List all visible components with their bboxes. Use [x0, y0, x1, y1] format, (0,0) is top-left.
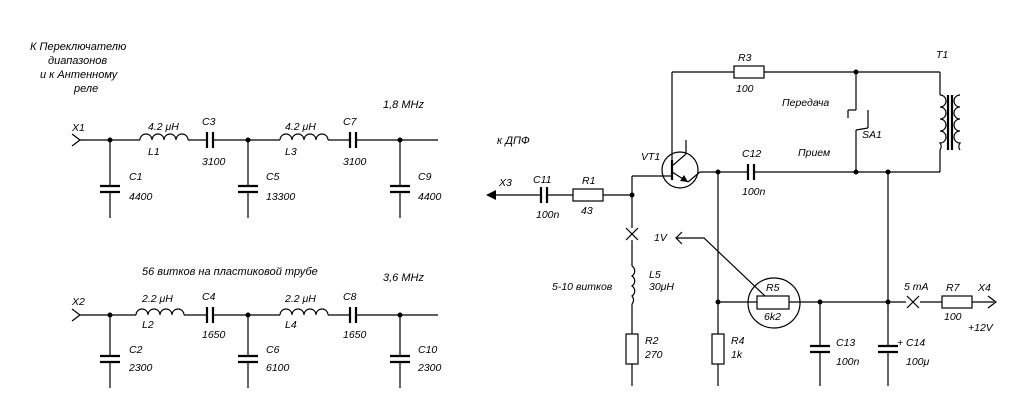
note-line-4: реле — [73, 83, 98, 95]
l5-inductor — [630, 265, 636, 305]
x2-connector-symbol — [71, 308, 81, 322]
c6-value: 6100 — [266, 362, 290, 374]
transmit-label: Передача — [782, 97, 829, 109]
r3-value: 100 — [736, 83, 754, 95]
r1-value: 43 — [581, 205, 593, 217]
l1-name: L1 — [148, 146, 160, 158]
r7-name: R7 — [946, 282, 961, 294]
note-line-2: диапазонов — [48, 55, 107, 67]
l5-name: L5 — [649, 269, 661, 281]
filter-2-circuit: X2 2.2 μH L2 C4 1650 2.2 μH L4 C8 1 — [71, 291, 442, 388]
vt1-name: VT1 — [641, 151, 660, 163]
r7-value: 100 — [944, 311, 962, 323]
c8-value: 1650 — [343, 329, 367, 341]
c8-name: C8 — [343, 291, 357, 303]
c14-value: 100μ — [906, 356, 930, 368]
filter-1-circuit: X1 4.2 μH — [71, 116, 442, 218]
c10-name: C10 — [418, 344, 437, 356]
amplifier-circuit: к ДПФ X3 C11 100n R1 43 VT1 — [486, 49, 997, 386]
x2-label: X2 — [71, 296, 85, 308]
c9-value: 4400 — [418, 191, 442, 203]
c13-value: 100n — [836, 356, 860, 368]
receive-label: Прием — [798, 147, 830, 159]
l3-inductor — [279, 133, 329, 141]
c2-value: 2300 — [128, 362, 153, 374]
r5-name: R5 — [766, 282, 780, 294]
t1-primary-winding — [938, 94, 947, 151]
c7-value: 3100 — [343, 156, 367, 168]
r1-resistor — [572, 188, 604, 202]
note-line-3: и к Антенному — [40, 69, 119, 81]
c4-name: C4 — [202, 291, 216, 303]
x1-connector-symbol — [71, 133, 81, 147]
l4-value: 2.2 μH — [284, 293, 316, 305]
r5-highlight — [747, 277, 801, 329]
band-2-label: 3,6 MHz — [383, 272, 424, 284]
c12-value: 100n — [742, 186, 766, 198]
c13-name: C13 — [836, 337, 855, 349]
t1-name: T1 — [936, 49, 948, 61]
r4-resistor — [711, 333, 725, 365]
c10-value: 2300 — [417, 362, 442, 374]
x4-label: X4 — [977, 282, 991, 294]
c14-name: C14 — [906, 337, 925, 349]
t1-secondary-winding — [953, 94, 962, 151]
x3-arrow — [486, 190, 496, 200]
c11-name: C11 — [533, 174, 551, 186]
c2-name: C2 — [129, 344, 143, 356]
c4-value: 1650 — [202, 329, 226, 341]
c5-value: 13300 — [266, 191, 295, 203]
c3-value: 3100 — [202, 156, 226, 168]
l3-name: L3 — [285, 146, 297, 158]
l4-inductor — [279, 308, 329, 316]
l1-value: 4.2 μH — [148, 121, 179, 133]
vt1-transistor — [661, 151, 699, 189]
sa1-name: SA1 — [862, 129, 882, 141]
c14-polarity: + — [897, 337, 903, 349]
c1-value: 4400 — [129, 191, 153, 203]
switch-note: К Переключателю диапазонов и к Антенному… — [30, 41, 126, 95]
r2-resistor — [625, 333, 639, 365]
band-1-label: 1,8 MHz — [383, 99, 424, 111]
l2-name: L2 — [142, 319, 154, 331]
note-line-1: К Переключателю — [30, 41, 126, 53]
c11-value: 100n — [536, 209, 560, 221]
l2-inductor — [135, 308, 185, 316]
r5-resistor — [756, 295, 790, 310]
r7-resistor — [941, 295, 973, 309]
x3-label: X3 — [498, 177, 512, 189]
r4-value: 1k — [731, 349, 743, 361]
l4-name: L4 — [285, 319, 297, 331]
r3-name: R3 — [738, 52, 752, 64]
c1-name: C1 — [129, 171, 142, 183]
c5-name: C5 — [266, 171, 280, 183]
c6-name: C6 — [266, 344, 280, 356]
current-label: 5 mA — [904, 281, 929, 293]
voltage-label: 1V — [654, 232, 668, 244]
x4-connector-symbol — [987, 295, 997, 309]
turns-label: 5-10 витков — [552, 281, 613, 293]
r2-name: R2 — [645, 335, 659, 347]
r4-name: R4 — [731, 335, 745, 347]
voltage-probe-line — [676, 237, 766, 297]
l5-value: 30μH — [649, 281, 674, 293]
r2-value: 270 — [644, 349, 663, 361]
r1-name: R1 — [582, 175, 595, 187]
coil-note: 56 витков на пластиковой трубе — [142, 266, 318, 278]
supply-label: +12V — [968, 322, 994, 334]
supply-current-break-mark-b — [906, 295, 920, 309]
c9-name: C9 — [418, 171, 432, 183]
l2-value: 2.2 μH — [141, 293, 173, 305]
r5-value: 6k2 — [764, 311, 781, 323]
x1-label: X1 — [71, 122, 85, 134]
l3-value: 4.2 μH — [285, 121, 316, 133]
c7-name: C7 — [343, 116, 358, 128]
dpf-label: к ДПФ — [497, 135, 530, 147]
c12-name: C12 — [742, 148, 761, 160]
l1-inductor — [139, 133, 189, 141]
r3-resistor — [733, 65, 765, 79]
c3-name: C3 — [202, 116, 216, 128]
l5-current-break-mark-b — [625, 227, 639, 241]
